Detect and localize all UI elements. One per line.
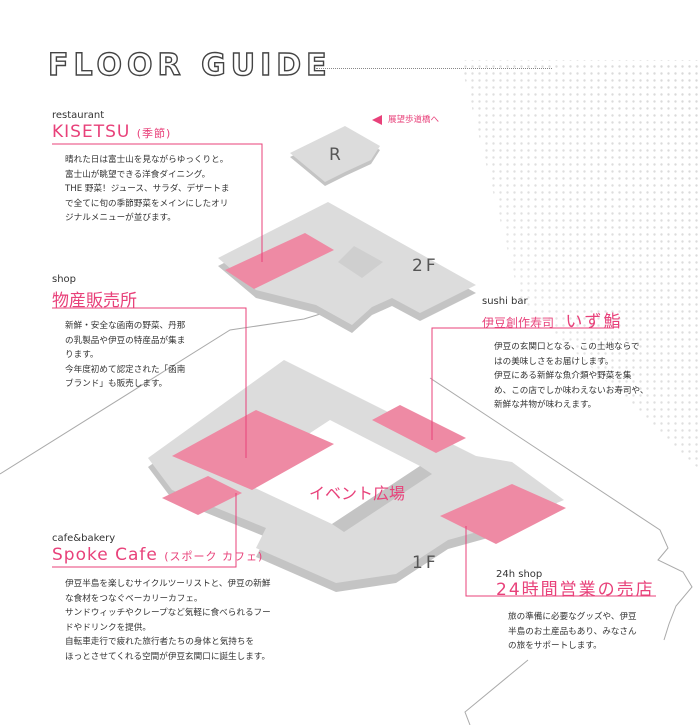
roof-floor: [290, 126, 380, 186]
izu-sushi-name: 伊豆創作寿司 いず鮨: [482, 307, 622, 332]
izu-sushi-category: sushi bar: [482, 296, 528, 307]
kisetsu-name-main: KISETSU: [52, 122, 131, 142]
izu-sushi-line: 伊豆にある新鮮な魚介類や野菜を集: [494, 371, 632, 381]
bussan-line: ります。: [65, 350, 99, 360]
kisetsu-name: KISETSU (季節): [52, 122, 171, 142]
spoke-name: Spoke Cafe (スポーク カフェ): [52, 545, 263, 565]
first-floor: [148, 360, 566, 592]
bussan-description: 新鮮・安全な函南の野菜、丹那 の乳製品や伊豆の特産品が集ま ります。 今年度初め…: [65, 319, 185, 392]
izu-sushi-line: はの美味しさをお届けします。: [494, 356, 614, 367]
bussan-line: 新鮮・安全な函南の野菜、丹那: [65, 321, 186, 331]
bussan-area: [172, 410, 334, 490]
kisetsu-area: [225, 233, 334, 289]
spoke-line: 自転車走行で疲れた旅行者たちの身体と気持ちを: [65, 637, 255, 647]
kisetsu-name-sub: (季節): [136, 127, 172, 140]
spoke-line: 伊豆半島を楽しむサイクルツーリストと、伊豆の新鮮: [65, 579, 271, 589]
floor-label-2f: 2F: [412, 256, 439, 276]
site-boundary-lines: [0, 310, 693, 725]
kisetsu-description: 晴れた日は富士山を見ながらゆっくりと。 富士山が眺望できる洋食ダイニング。 TH…: [65, 153, 230, 226]
page-title: FLOOR GUIDE: [47, 47, 332, 83]
skywalk-arrow-icon: [372, 115, 382, 125]
dot-texture: [460, 60, 700, 470]
second-floor: [218, 202, 476, 333]
izu-sushi-line: 新鮮な丼物が味わえます。: [494, 400, 597, 410]
shop24-line: 半島のお土産品もあり、みなさん: [508, 626, 637, 637]
spoke-line: サンドウィッチやクレープなど気軽に食べられるフー: [65, 608, 271, 618]
kisetsu-leader: [52, 143, 263, 262]
izu-sushi-area: [372, 405, 466, 453]
floor-label-1f: 1F: [412, 553, 439, 573]
bussan-line: 今年度初めて認定された「函南: [65, 364, 186, 375]
izu-sushi-description: 伊豆の玄関口となる、この土地ならで はの美味しさをお届けします。 伊豆にある新鮮…: [494, 340, 648, 413]
shop24-leader: [465, 526, 656, 597]
spoke-cafe-area: [162, 476, 242, 515]
shop24-line: の旅をサポートします。: [508, 641, 602, 651]
kisetsu-line: THE 野菜！ジュース、サラダ、デザートま: [65, 184, 230, 194]
bussan-name: 物産販売所: [52, 291, 137, 311]
izu-sushi-name-prefix: 伊豆創作寿司: [482, 316, 555, 330]
title-rule: [316, 68, 552, 69]
leader-lines: [52, 143, 656, 597]
shop24-category: 24h shop: [496, 569, 543, 580]
kisetsu-category: restaurant: [52, 110, 105, 121]
kisetsu-line: 富士山が眺望できる洋食ダイニング。: [65, 169, 211, 180]
spoke-line: ドやドリンクを提供。: [65, 622, 151, 633]
spoke-name-main: Spoke Cafe: [52, 545, 158, 565]
bussan-line: の乳製品や伊豆の特産品が集ま: [65, 335, 186, 346]
bussan-line: ブランド」も販売します。: [65, 379, 168, 389]
bussan-leader: [52, 307, 247, 458]
floor-label-roof: R: [329, 145, 341, 165]
event-plaza-label: イベント広場: [309, 484, 406, 503]
skywalk-label: 展望歩道橋へ: [388, 115, 440, 125]
kisetsu-line: で全てに旬の季節野菜をメインにしたオリ: [65, 198, 229, 209]
izu-sushi-line: 伊豆の玄関口となる、この土地ならで: [494, 342, 640, 352]
spoke-category: cafe&bakery: [52, 533, 116, 544]
spoke-line: ほっとさせてくれる空間が伊豆玄関口に誕生します。: [65, 651, 271, 662]
shop24-area: [440, 484, 566, 544]
kisetsu-line: ジナルメニューが並びます。: [65, 213, 176, 223]
izu-sushi-name-main: いず鮨: [565, 312, 623, 332]
bussan-category: shop: [52, 274, 77, 285]
izu-sushi-leader: [431, 327, 614, 440]
spoke-leader: [52, 493, 237, 568]
kisetsu-line: 晴れた日は富士山を見ながらゆっくりと。: [65, 155, 229, 165]
shop24-name: 24時間営業の売店: [496, 580, 655, 600]
spoke-line: な食材をつなぐベーカリーカフェ。: [65, 593, 203, 604]
spoke-description: 伊豆半島を楽しむサイクルツーリストと、伊豆の新鮮 な食材をつなぐベーカリーカフェ…: [65, 577, 271, 664]
shop24-line: 旅の準備に必要なグッズや、伊豆: [508, 612, 637, 622]
shop24-description: 旅の準備に必要なグッズや、伊豆 半島のお土産品もあり、みなさん の旅をサポートし…: [508, 610, 637, 654]
spoke-name-sub: (スポーク カフェ): [164, 550, 264, 563]
izu-sushi-line: め、この店でしか味わえないお寿司や、: [494, 385, 649, 396]
